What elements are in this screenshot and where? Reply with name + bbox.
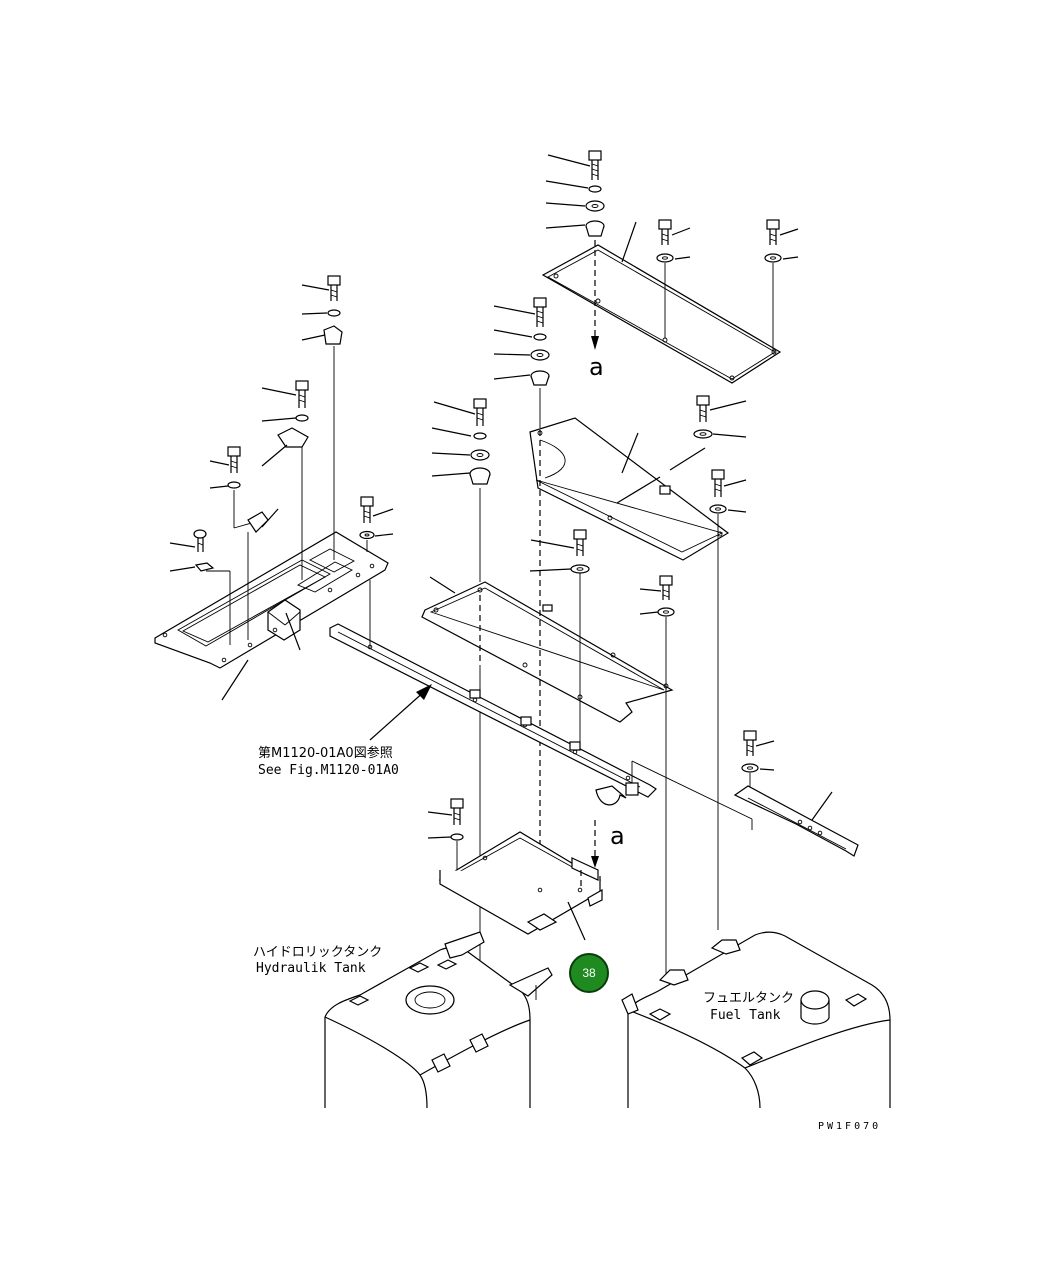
long-bracket bbox=[329, 623, 753, 830]
bolt-stack-lower-right bbox=[529, 529, 675, 975]
middle-cover-plate bbox=[529, 417, 730, 561]
callout-number: 38 bbox=[582, 966, 596, 980]
hydraulic-tank-label-jp: ハイドロリックタンク bbox=[253, 945, 382, 960]
bolt-stack-left-mid bbox=[261, 380, 309, 580]
view-marker-top: a bbox=[589, 353, 604, 381]
bolt-stack-left-far bbox=[169, 529, 231, 645]
reference-label-jp: 第M1120-01A0図参照 bbox=[258, 745, 393, 761]
drawing-code: PW1F070 bbox=[818, 1121, 881, 1132]
bolt-stack-middle-left bbox=[493, 297, 550, 428]
reference-arrow bbox=[369, 684, 432, 741]
view-marker-bottom: a bbox=[610, 822, 625, 850]
bolt-pair-top-right bbox=[656, 219, 799, 350]
fuel-tank-label-jp: フュエルタンク bbox=[703, 991, 794, 1006]
hydraulic-tank-label-en: Hydraulik Tank bbox=[256, 961, 366, 976]
fuel-tank bbox=[621, 931, 891, 1109]
bolt-stack-left-right bbox=[359, 496, 394, 648]
bolt-stack-left-top bbox=[301, 275, 343, 560]
hydraulic-tank bbox=[324, 931, 553, 1109]
top-cover-plate bbox=[541, 221, 782, 384]
bolt-stack-middle-right bbox=[693, 395, 747, 930]
right-small-bracket bbox=[733, 730, 859, 857]
callout-badge[interactable]: 38 bbox=[569, 953, 609, 993]
bolt-stack-left-low bbox=[209, 446, 279, 640]
reference-label-en: See Fig.M1120-01A0 bbox=[258, 763, 399, 778]
lower-tray bbox=[427, 798, 603, 941]
left-cover-assembly bbox=[154, 531, 389, 701]
fuel-tank-label-en: Fuel Tank bbox=[710, 1008, 781, 1023]
bolt-stack-top-center bbox=[545, 150, 605, 350]
